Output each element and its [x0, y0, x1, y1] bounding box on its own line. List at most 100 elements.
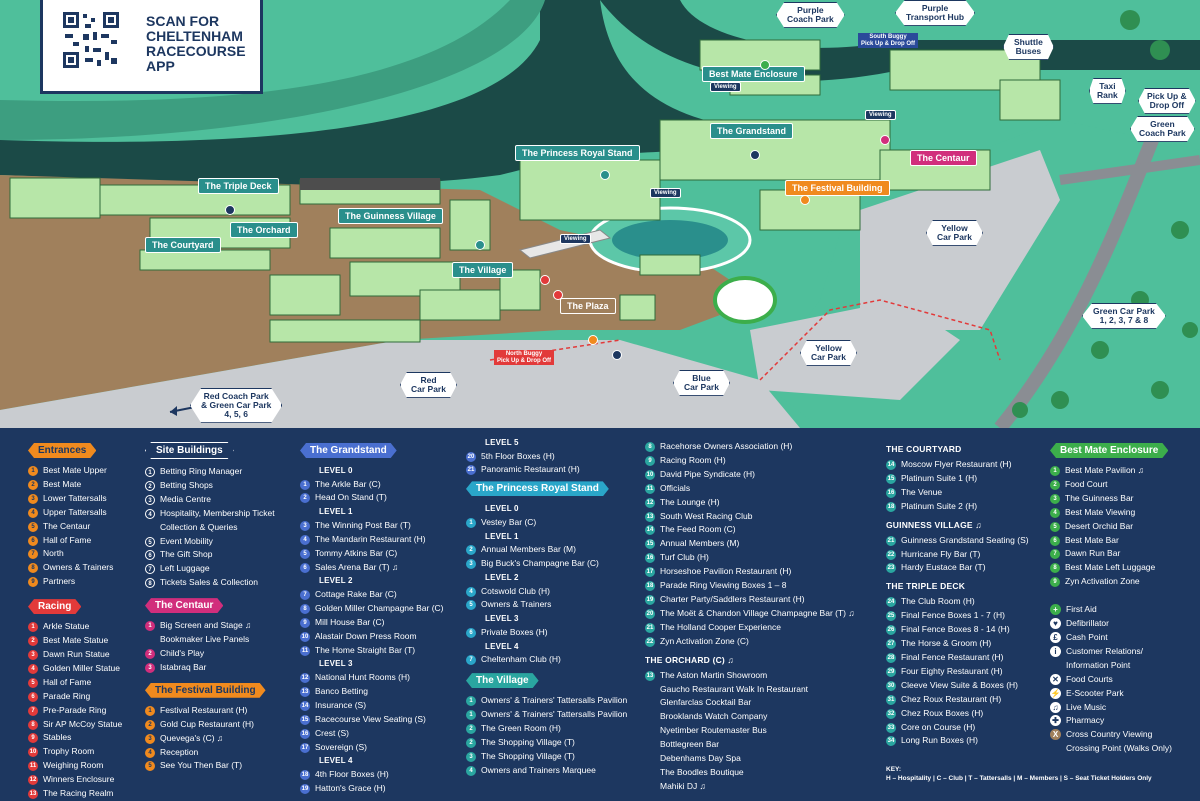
symbol-icon: £ [1050, 631, 1061, 643]
legend-item-label: Horseshoe Pavilion Restaurant (H) [660, 566, 792, 577]
best-mate-header: Best Mate Enclosure [1050, 443, 1168, 458]
legend-number-badge: 13 [645, 670, 655, 681]
map-pin-racing[interactable] [540, 275, 550, 285]
symbol-label: First Aid [1066, 604, 1097, 615]
racecourse-map[interactable]: SCAN FOR CHELTENHAM RACECOURSE APP The T… [0, 0, 1200, 428]
map-pin-triple-deck[interactable] [225, 205, 235, 215]
label-festival-building[interactable]: The Festival Building [785, 180, 890, 196]
legend-item: Gaucho Restaurant Walk In Restaurant [645, 683, 880, 697]
legend-number-badge: 5 [300, 548, 310, 559]
legend-item: Nyetimber Routemaster Bus [645, 724, 880, 738]
legend-number-badge: 6 [300, 562, 310, 573]
label-plaza[interactable]: The Plaza [560, 298, 616, 314]
map-pin-festival[interactable] [800, 195, 810, 205]
legend-number-badge: 4 [1050, 507, 1060, 518]
label-grandstand[interactable]: The Grandstand [710, 123, 794, 139]
legend-item-label: Chez Roux Boxes (H) [901, 707, 984, 718]
map-pin-grandstand[interactable] [750, 150, 760, 160]
map-pin-entrance[interactable] [588, 335, 598, 345]
legend-item-label: Best Mate Upper [43, 465, 107, 475]
legend-item-label: Best Mate Bar [1065, 534, 1119, 545]
legend-item-label: Glenfarclas Cocktail Bar [660, 697, 752, 708]
legend-item-label: The Holland Cooper Experience [660, 621, 781, 632]
orchard-header: THE ORCHARD (C) ♫ [645, 654, 735, 665]
label-courtyard[interactable]: The Courtyard [145, 237, 221, 253]
legend-item: Collection & Queries [145, 521, 295, 535]
legend-item-label: Owners & Trainers [43, 562, 114, 573]
legend-item-label: Upper Tattersalls [43, 506, 107, 517]
qr-line1: SCAN FOR [146, 13, 220, 29]
legend-item-label: Stables [43, 732, 72, 743]
map-pin-centaur[interactable] [880, 135, 890, 145]
legend-number-badge: 8 [28, 563, 38, 574]
map-pin-princess[interactable] [600, 170, 610, 180]
legend-number-badge: 2 [1050, 479, 1060, 490]
legend-item: Bookmaker Live Panels [145, 633, 295, 647]
legend-number-badge: 3 [145, 662, 155, 673]
legend-item-label: The Winning Post Bar (T) [315, 519, 411, 530]
legend-number-badge: 3 [28, 649, 38, 660]
label-guinness-village[interactable]: The Guinness Village [338, 208, 443, 224]
symbol-item: ♫Live Music [1050, 701, 1195, 715]
pickup-dropoff-label[interactable]: Pick Up &Drop Off [1138, 88, 1196, 114]
symbol-label: Information Point [1066, 659, 1131, 670]
label-centaur[interactable]: The Centaur [910, 150, 977, 166]
legend-number-badge: 1 [28, 466, 38, 476]
legend-item-label: Racecourse View Seating (S) [315, 713, 426, 724]
yellow-top-line1: Yellow [941, 223, 968, 233]
qr-code-panel[interactable]: SCAN FOR CHELTENHAM RACECOURSE APP [40, 0, 263, 94]
map-pin-village[interactable] [475, 240, 485, 250]
label-orchard[interactable]: The Orchard [230, 222, 298, 238]
legend-item-label: Owners and Trainers Marquee [481, 764, 596, 775]
label-village[interactable]: The Village [452, 262, 514, 278]
legend-number-badge: 27 [886, 639, 896, 650]
legend-number-badge: 7 [466, 655, 476, 666]
level-label: LEVEL 4 [485, 641, 519, 651]
map-pin-racing[interactable] [553, 290, 563, 300]
legend-number-badge: 2 [145, 480, 155, 491]
label-triple-deck[interactable]: The Triple Deck [198, 178, 279, 194]
label-princess-royal-stand[interactable]: The Princess Royal Stand [515, 145, 640, 161]
qr-line2: CHELTENHAM [146, 28, 243, 44]
legend-item: 8 Owners & Trainers [28, 561, 143, 575]
legend-number-badge: 31 [886, 694, 896, 705]
legend-number-badge: 18 [886, 501, 896, 512]
map-pin-site[interactable] [612, 350, 622, 360]
legend-number-badge: 3 [466, 751, 476, 762]
legend-item-label: Hatton's Grace (H) [315, 782, 386, 793]
label-best-mate-enclosure[interactable]: Best Mate Enclosure [702, 66, 805, 82]
taxi-line1: Taxi [1099, 81, 1116, 91]
legend-item-label: Betting Shops [160, 479, 213, 490]
map-pin-best-mate[interactable] [760, 60, 770, 70]
symbol-item: Information Point [1050, 659, 1195, 673]
legend-number-badge: 2 [466, 737, 476, 748]
